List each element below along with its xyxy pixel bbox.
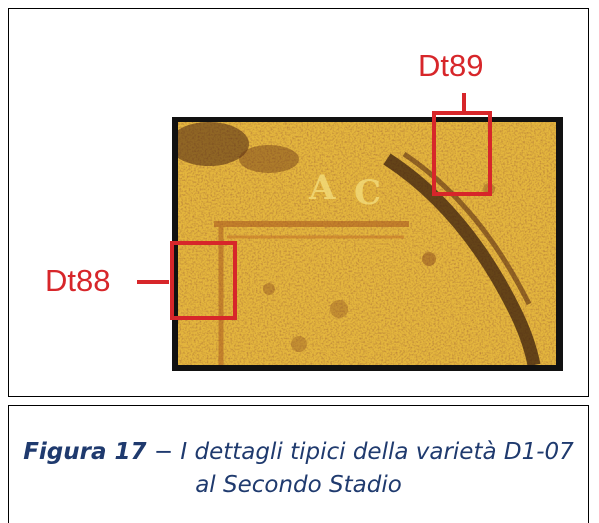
dt88-box [170,241,237,320]
figure-cell: A C Dt89 Dt88 [8,8,589,397]
stamp-image: A C [137,93,563,371]
caption-cell: Figura 17 − I dettagli tipici della vari… [8,405,589,523]
dt89-label: Dt89 [418,48,484,83]
dt89-box [432,111,492,196]
svg-text:C: C [354,173,381,213]
caption-description: − I dettagli tipici della varietà D1-07 … [146,439,574,498]
dt88-label: Dt88 [45,263,111,298]
svg-text:A: A [308,168,336,208]
figure-number: Figura 17 [23,439,147,465]
figure-caption: Figura 17 − I dettagli tipici della vari… [19,436,578,502]
